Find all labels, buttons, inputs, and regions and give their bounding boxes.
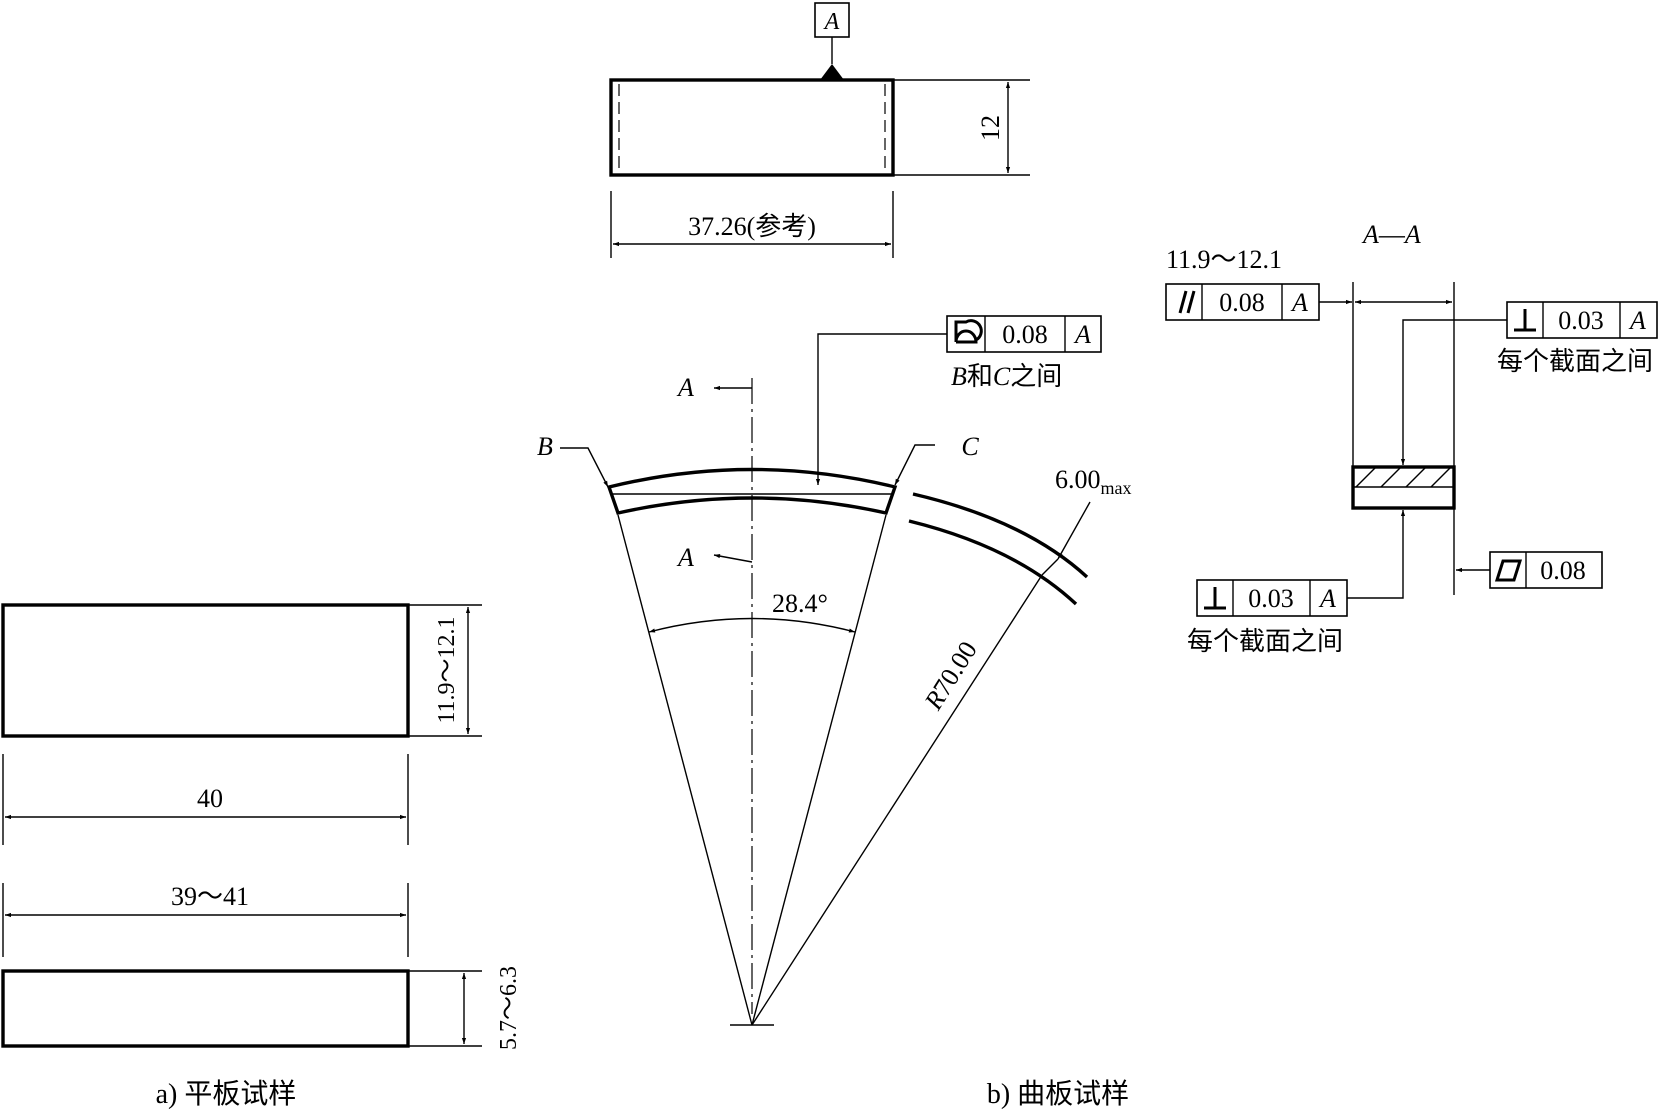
profile-note: B和C之间 bbox=[951, 362, 1062, 391]
parallelism-icon bbox=[1178, 290, 1196, 314]
curved-specimen-top-view: A 12 37.26(参考) bbox=[609, 2, 1030, 258]
flat-thickness-range-label: 5.7～6.3 bbox=[496, 966, 522, 1050]
angle-arc bbox=[648, 617, 856, 633]
parallelism-tolerance-frame: 0.08 A bbox=[1165, 283, 1320, 321]
point-c-label: C bbox=[961, 432, 979, 461]
flat-specimen-caption: a) 平板试样 bbox=[156, 1078, 297, 1110]
profile-of-surface-icon bbox=[954, 319, 983, 344]
top-height-label: 12 bbox=[976, 115, 1005, 141]
parallelism-value: 0.08 bbox=[1219, 288, 1265, 317]
profile-datum-letter: A bbox=[1073, 320, 1091, 349]
datum-triangle-icon bbox=[820, 64, 844, 80]
arc-segment-inner bbox=[908, 519, 1078, 606]
datum-a-frame bbox=[814, 2, 850, 38]
profile-tolerance-value: 0.08 bbox=[1002, 320, 1048, 349]
flatness-value: 0.08 bbox=[1540, 556, 1586, 585]
section-width-range-label: 11.9～12.1 bbox=[1166, 245, 1282, 274]
radius-label: R70.00 bbox=[918, 636, 983, 715]
perpendicularity-bottom-frame: 0.03 A bbox=[1196, 579, 1348, 617]
perpendicularity-icon bbox=[1204, 587, 1226, 610]
curved-specimen-caption: b) 曲板试样 bbox=[987, 1078, 1129, 1110]
perpendicularity-bottom-note: 每个截面之间 bbox=[1187, 627, 1343, 656]
flat-width-range-label: 11.9～12.1 bbox=[434, 616, 460, 723]
section-view: A—A 11.9～12.1 0.08 A bbox=[1165, 220, 1658, 656]
flatness-tolerance-frame: 0.08 bbox=[1489, 551, 1603, 589]
curved-specimen-front-view: 6.00max R70.00 28.4° A A B C 0.08 A B和C之… bbox=[537, 315, 1132, 1110]
perpendicularity-bottom-value: 0.03 bbox=[1248, 584, 1294, 613]
profile-tolerance-frame: 0.08 A bbox=[946, 315, 1102, 353]
section-hatching bbox=[1355, 467, 1452, 487]
perpendicularity-icon bbox=[1514, 309, 1536, 332]
thickness-dimension-line bbox=[1041, 558, 1059, 576]
flat-length-range-label: 39～41 bbox=[171, 882, 249, 911]
point-b-label: B bbox=[537, 432, 553, 461]
arc-segment-outer bbox=[912, 492, 1089, 579]
perpendicularity-top-note: 每个截面之间 bbox=[1497, 347, 1653, 376]
thickness-max-label: 6.00max bbox=[1055, 465, 1132, 498]
curved-specimen-body bbox=[606, 467, 898, 515]
flatness-icon bbox=[1494, 559, 1523, 582]
section-mark-a-top: A bbox=[676, 373, 694, 402]
flat-length-label: 40 bbox=[197, 784, 223, 813]
perpendicularity-bottom-datum: A bbox=[1318, 584, 1336, 613]
perpendicularity-top-frame: 0.03 A bbox=[1506, 301, 1658, 339]
perpendicularity-top-datum: A bbox=[1628, 306, 1646, 335]
flat-specimen: 11.9～12.1 40 39～41 5.7～6.3 a) 平板试样 bbox=[1, 603, 522, 1110]
datum-a-letter: A bbox=[823, 9, 840, 35]
section-title: A—A bbox=[1361, 220, 1421, 249]
angle-label: 28.4° bbox=[772, 589, 828, 618]
top-view-outline bbox=[609, 78, 895, 177]
parallelism-datum-letter: A bbox=[1290, 288, 1308, 317]
flat-specimen-plan-outline bbox=[1, 603, 410, 738]
flat-specimen-edge-outline bbox=[1, 969, 410, 1048]
perpendicularity-top-value: 0.03 bbox=[1558, 306, 1604, 335]
chord-reference-label: 37.26(参考) bbox=[688, 212, 816, 241]
section-mark-a-bottom: A bbox=[676, 543, 694, 572]
